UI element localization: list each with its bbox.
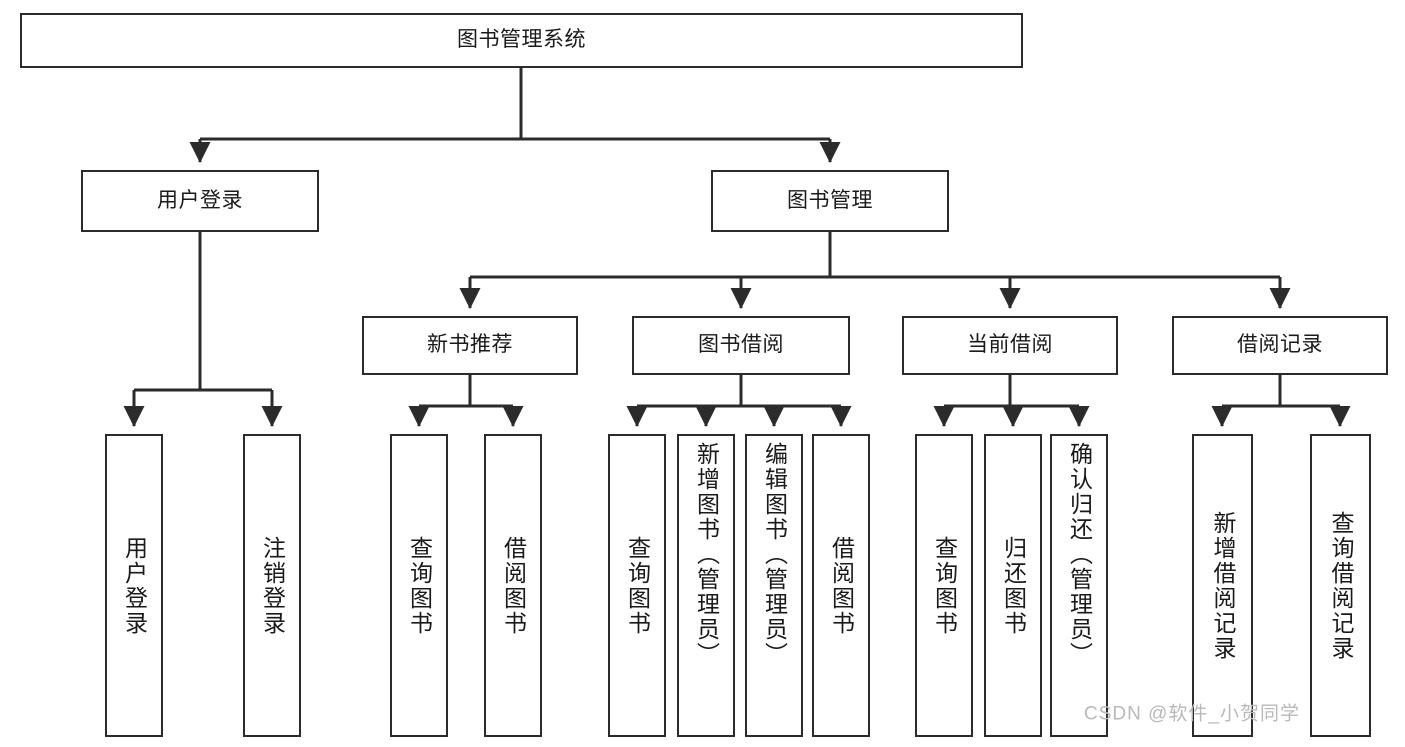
leaf-edit-book-admin[interactable]: 编辑图书（管理员） bbox=[745, 434, 803, 737]
leaf-borrow-books[interactable]: 借阅图书 bbox=[812, 434, 870, 737]
node-label: 借阅图书 bbox=[500, 535, 527, 636]
leaf-query-borrow-record[interactable]: 查询借阅记录 bbox=[1310, 434, 1371, 737]
leaf-query-books-current[interactable]: 查询图书 bbox=[915, 434, 973, 737]
node-label: 查询借阅记录 bbox=[1328, 510, 1354, 661]
node-label: 查询图书 bbox=[406, 535, 433, 636]
node-label: 用户登录 bbox=[157, 188, 243, 212]
node-book-management[interactable]: 图书管理 bbox=[711, 170, 949, 232]
node-label: 新增图书（管理员） bbox=[693, 442, 720, 667]
node-new-book-recommend[interactable]: 新书推荐 bbox=[362, 316, 578, 375]
node-label: 当前借阅 bbox=[967, 333, 1053, 357]
node-label: 借阅记录 bbox=[1237, 333, 1323, 357]
leaf-query-books-newbook[interactable]: 查询图书 bbox=[390, 434, 448, 737]
node-label: 用户登录 bbox=[121, 535, 148, 636]
leaf-logout[interactable]: 注销登录 bbox=[243, 434, 301, 737]
node-label: 借阅图书 bbox=[828, 535, 855, 636]
node-root[interactable]: 图书管理系统 bbox=[20, 13, 1023, 68]
node-label: 查询图书 bbox=[624, 535, 651, 636]
leaf-confirm-return-admin[interactable]: 确认归还（管理员） bbox=[1050, 434, 1108, 737]
node-label: 图书管理系统 bbox=[457, 28, 586, 52]
node-label: 归还图书 bbox=[1000, 535, 1027, 636]
node-current-borrow[interactable]: 当前借阅 bbox=[902, 316, 1118, 375]
node-label: 查询图书 bbox=[931, 535, 958, 636]
node-borrow-record[interactable]: 借阅记录 bbox=[1172, 316, 1388, 375]
leaf-borrow-books-newbook[interactable]: 借阅图书 bbox=[484, 434, 542, 737]
node-label: 新增借阅记录 bbox=[1210, 510, 1236, 661]
node-label: 确认归还（管理员） bbox=[1066, 442, 1093, 667]
leaf-add-book-admin[interactable]: 新增图书（管理员） bbox=[677, 434, 735, 737]
node-book-borrow[interactable]: 图书借阅 bbox=[632, 316, 850, 375]
leaf-return-books[interactable]: 归还图书 bbox=[984, 434, 1042, 737]
node-label: 图书借阅 bbox=[698, 333, 784, 357]
leaf-add-borrow-record[interactable]: 新增借阅记录 bbox=[1192, 434, 1253, 737]
node-label: 注销登录 bbox=[259, 535, 286, 636]
node-label: 编辑图书（管理员） bbox=[761, 442, 788, 667]
leaf-user-login[interactable]: 用户登录 bbox=[105, 434, 163, 737]
node-label: 新书推荐 bbox=[427, 333, 513, 357]
leaf-query-books-borrow[interactable]: 查询图书 bbox=[608, 434, 666, 737]
node-label: 图书管理 bbox=[787, 188, 873, 212]
node-user-login[interactable]: 用户登录 bbox=[81, 170, 319, 232]
